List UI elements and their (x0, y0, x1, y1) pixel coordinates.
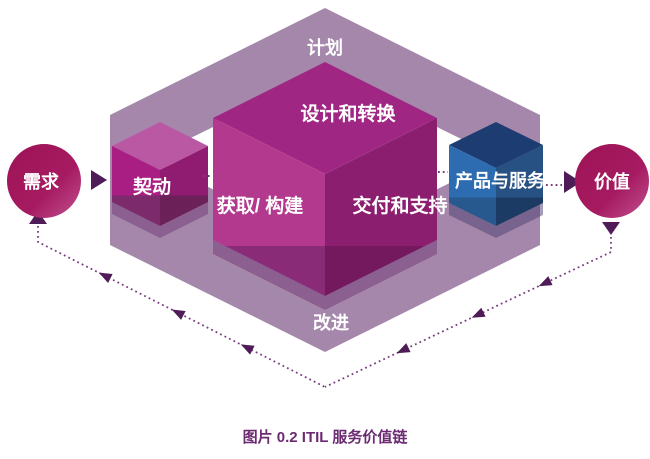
products-services-cube-right-face (496, 145, 543, 226)
small-cube-shadow (112, 202, 208, 238)
plan-label: 计划 (307, 37, 343, 58)
figure-caption: 图片 0.2 ITIL 服务价值链 (243, 428, 409, 446)
engage-cube (112, 122, 208, 226)
central-cube-right-face (325, 118, 437, 296)
feedback-arrowhead-icon (538, 276, 553, 287)
engage-cube-left-face (112, 146, 160, 226)
feedback-arrowhead-icon (471, 307, 486, 318)
feedback-arrowhead-icon (240, 344, 255, 355)
feedback-arrowhead-icon (396, 343, 411, 354)
improve-label: 改进 (313, 312, 349, 333)
demand-to-engage-arrow-icon (91, 170, 107, 190)
feedback-left-dotted-path (37, 226, 326, 388)
feedback-arrowhead-icon (98, 272, 113, 283)
deliver-support-label: 交付和支持 (352, 194, 447, 217)
central-cube (213, 62, 437, 296)
products-to-value-arrow-icon (564, 171, 581, 193)
blue-cube-shadow (449, 203, 543, 238)
value-chain-band (110, 8, 540, 352)
design-transition-label: 设计和转换 (300, 102, 396, 125)
products-services-label: 产品与服务 (455, 170, 546, 191)
engage-cube-right-face (160, 146, 208, 226)
feedback-arrowhead-icon (171, 309, 186, 320)
value-down-arrow-icon (602, 222, 620, 235)
products-services-cube (449, 122, 543, 226)
demand-label: 需求 (23, 171, 60, 192)
value-label: 价值 (594, 171, 630, 192)
feedback-right-dotted-path (324, 237, 612, 388)
engage-label: 契动 (132, 175, 171, 198)
central-cube-left-face (213, 118, 325, 296)
products-services-cube-left-face (449, 145, 496, 226)
demand-node (7, 144, 81, 218)
value-node (575, 144, 649, 218)
obtain-build-label: 获取/ 构建 (217, 194, 304, 217)
